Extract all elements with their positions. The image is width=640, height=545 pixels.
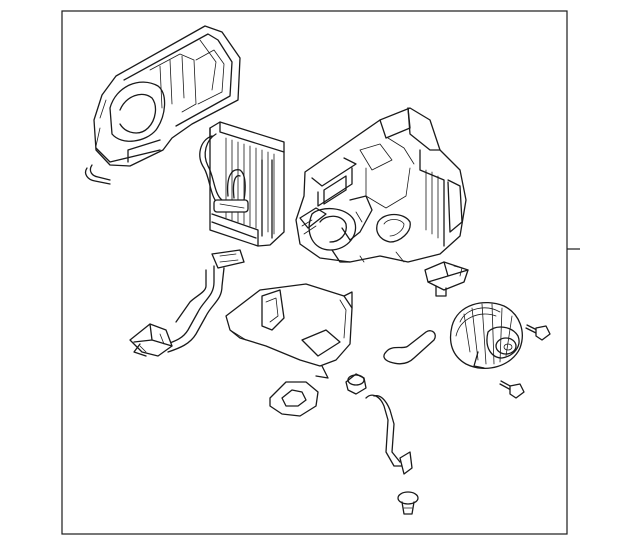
evaporator-core [199, 121, 285, 247]
blower-resistor [424, 261, 469, 297]
fastener-clip [397, 491, 419, 515]
blower-motor [449, 302, 523, 369]
mounting-screw-lower [499, 380, 525, 399]
drain-hose [383, 330, 436, 365]
mounting-screw-upper [525, 324, 551, 341]
drain-tube [365, 394, 413, 475]
hose-clip [84, 164, 111, 185]
duct-seal [269, 381, 319, 417]
heater-unit-case [295, 107, 467, 263]
blower-case-upper [93, 25, 241, 167]
diagram-frame [61, 10, 568, 535]
expansion-valve-pipe [129, 249, 245, 357]
lower-case-cover [225, 283, 353, 379]
grommet [345, 373, 367, 395]
